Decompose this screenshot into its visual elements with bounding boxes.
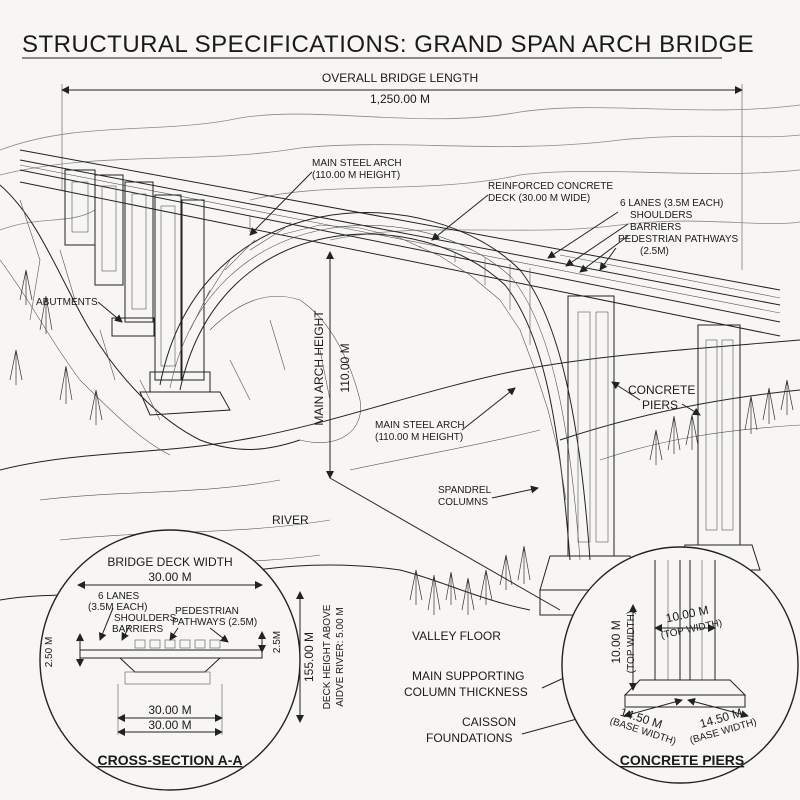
pier-detail: 10.00 M (TOP WIDTH) 10.00 M (TOP WIDTH) … — [561, 546, 799, 784]
section-pedestrian-width: PATHWAYS (2.5M) — [172, 617, 257, 628]
column-thickness-label-2: COLUMN THICKNESS — [404, 685, 528, 699]
pedestrian-width-label: (2.5M) — [640, 246, 669, 257]
section-right-height: 2.5M — [272, 631, 283, 653]
arch-height-value: 110.00 M — [338, 343, 352, 392]
deck-height-note-2: AIDVE RIVER: 5.00 M — [335, 607, 346, 706]
lanes-leader — [547, 211, 619, 259]
bridge-deck — [19, 149, 781, 337]
page-title: STRUCTURAL SPECIFICATIONS: GRAND SPAN AR… — [22, 31, 754, 58]
pier-height-value: 10.00 M — [609, 620, 623, 663]
arch-height-label: MAIN ARCH HEIGHT — [312, 310, 326, 426]
barriers-leader — [579, 235, 629, 273]
main-arch-top-label: MAIN STEEL ARCH — [312, 158, 402, 169]
barriers-label: BARRIERS — [630, 222, 681, 233]
deck-height-note: DECK HEIGHT ABOVE — [322, 604, 333, 709]
deck-height-value: 155.00 M — [302, 632, 316, 682]
cross-section-detail: BRIDGE DECK WIDTH 30.00 M 6 LANES (3.5M … — [39, 529, 301, 791]
piers-leader-left — [611, 381, 641, 401]
section-width-bottom-2: 30.00 M — [148, 718, 191, 732]
abutments-leader — [97, 301, 123, 323]
main-arch-mid-leader — [461, 387, 516, 431]
main-arch-top-leader — [249, 171, 313, 236]
right-hillside — [559, 389, 800, 461]
section-barriers-label: BARRIERS — [112, 624, 163, 635]
deck-width-top: 30.00 M — [148, 570, 191, 584]
deck-leader — [431, 194, 489, 241]
spandrel-columns — [249, 215, 531, 345]
pedestrian-label: PEDESTRIAN PATHWAYS — [618, 234, 739, 245]
forest-trees — [9, 269, 794, 615]
section-lanes-width: (3.5M EACH) — [88, 602, 147, 613]
spandrel-label: SPANDREL — [438, 485, 492, 496]
deck-width-label: DECK (30.00 M WIDE) — [488, 193, 590, 204]
abutments-label: ABUTMENTS — [36, 297, 98, 308]
main-arch-mid-height: (110.00 M HEIGHT) — [375, 432, 463, 443]
deck-width-heading: BRIDGE DECK WIDTH — [107, 555, 232, 569]
main-arch-top-height: (110.00 M HEIGHT) — [312, 170, 400, 181]
piers-leader-right — [681, 403, 701, 416]
spandrel-leader — [491, 485, 539, 499]
overall-length-value: 1,250.00 M — [370, 92, 430, 106]
shoulders-label: SHOULDERS — [630, 210, 693, 221]
valley-leader — [329, 477, 561, 611]
left-approach-piers — [64, 169, 231, 416]
pier-height-note: (TOP WIDTH) — [626, 611, 637, 673]
deck-label: REINFORCED CONCRETE — [488, 181, 613, 192]
section-shoulders-label: SHOULDERS — [114, 613, 177, 624]
section-width-bottom-1: 30.00 M — [148, 703, 191, 717]
piers-label-2: PIERS — [642, 398, 678, 412]
column-thickness-label: MAIN SUPPORTING — [412, 669, 524, 683]
concrete-piers-caption: CONCRETE PIERS — [620, 752, 744, 768]
piers-label: CONCRETE — [628, 383, 695, 397]
main-arch-mid-label: MAIN STEEL ARCH — [375, 420, 465, 431]
lanes-label: 6 LANES (3.5M EACH) — [620, 198, 723, 209]
section-lanes-label: 6 LANES — [98, 591, 139, 602]
pedestrian-leader — [599, 247, 617, 271]
valley-floor-label: VALLEY FLOOR — [412, 629, 501, 643]
section-left-height: 2.50 M — [44, 637, 55, 668]
background-hills — [0, 104, 800, 241]
cross-section-caption: CROSS-SECTION A-A — [98, 752, 243, 768]
shoulders-leader — [565, 223, 629, 267]
river-label: RIVER — [272, 513, 309, 527]
overall-length-label: OVERALL BRIDGE LENGTH — [322, 71, 478, 85]
section-pedestrian-label: PEDESTRIAN — [175, 606, 239, 617]
main-steel-arch — [159, 212, 591, 561]
caisson-label-2: FOUNDATIONS — [426, 731, 512, 745]
left-cliffs — [0, 184, 361, 456]
spandrel-label-2: COLUMNS — [438, 497, 488, 508]
caisson-label: CAISSON — [462, 715, 516, 729]
